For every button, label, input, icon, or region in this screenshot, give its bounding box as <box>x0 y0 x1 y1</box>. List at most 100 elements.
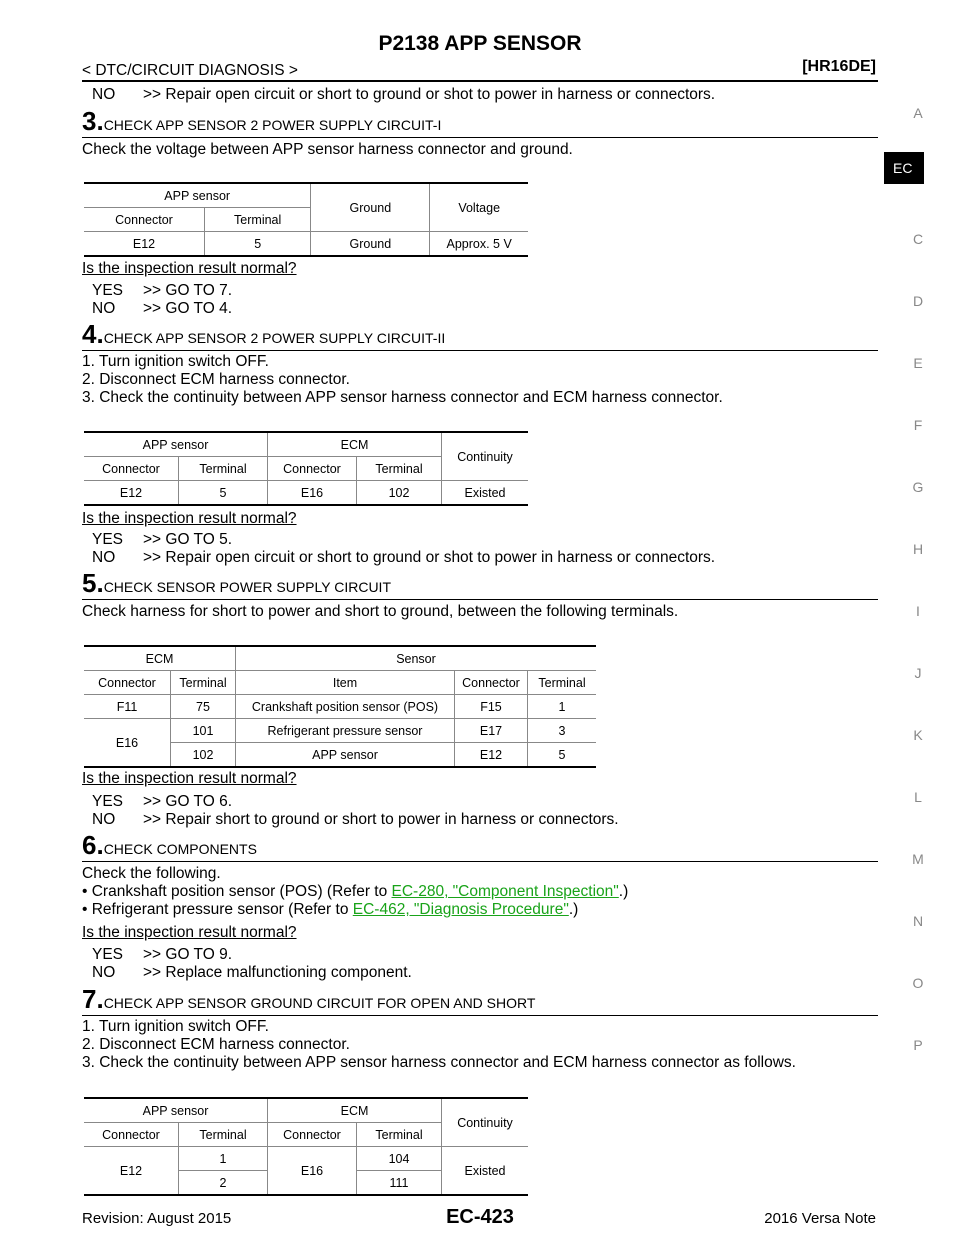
table-header: Item <box>235 670 455 695</box>
step-rule <box>82 599 878 600</box>
answer-key: NO <box>92 300 116 317</box>
side-index-active-tab[interactable]: EC <box>884 152 924 184</box>
step-7-heading: 7.CHECK APP SENSOR GROUND CIRCUIT FOR OP… <box>82 986 535 1012</box>
side-index-item[interactable]: N <box>912 913 924 929</box>
answer-text: >> GO TO 4. <box>143 300 233 317</box>
table-row: 2 111 <box>84 1170 528 1196</box>
answer-key: NO <box>92 86 116 103</box>
step-body-line: 1. Turn ignition switch OFF. <box>82 1018 269 1035</box>
table-row: F11 75 Crankshaft position sensor (POS) … <box>84 694 596 719</box>
bullet-text: • Refrigerant pressure sensor (Refer to <box>82 901 353 918</box>
table-row: E12 5 E16 102 Existed <box>84 480 528 506</box>
table-header: Voltage <box>429 182 528 232</box>
side-index-item[interactable]: D <box>912 293 924 309</box>
table-header: Terminal <box>356 1122 442 1147</box>
side-index-item[interactable]: P <box>913 1037 923 1053</box>
model-tag: [HR16DE] <box>802 58 876 75</box>
table-row: 102 APP sensor E12 5 <box>84 742 596 768</box>
inspection-question: Is the inspection result normal? <box>82 510 297 527</box>
side-index-item[interactable]: E <box>913 355 923 371</box>
table-cell: 5 <box>203 231 311 257</box>
table-row: E12 5 Ground Approx. 5 V <box>84 231 528 257</box>
table-header: Connector <box>454 670 528 695</box>
table-cell: 75 <box>170 694 236 719</box>
table-cell: E16 <box>84 718 171 768</box>
bullet-item: • Crankshaft position sensor (POS) (Refe… <box>82 883 628 901</box>
table-header: ECM <box>84 645 236 671</box>
page-number: EC-423 <box>446 1206 514 1228</box>
step-number: 3. <box>82 106 104 136</box>
step-body-line: 2. Disconnect ECM harness connector. <box>82 1036 350 1053</box>
step-body: Check the voltage between APP sensor har… <box>82 141 573 158</box>
header-rule <box>82 80 878 82</box>
step-body-line: 3. Check the continuity between APP sens… <box>82 1054 796 1071</box>
table-cell: 102 <box>356 480 442 506</box>
table-cell: E12 <box>84 1146 179 1196</box>
answer-no-line: NO >> GO TO 4. <box>92 300 232 318</box>
table-row: E12 1 E16 104 Existed <box>84 1146 528 1196</box>
step-number: 7. <box>82 984 104 1014</box>
step-body-line: 2. Disconnect ECM harness connector. <box>82 371 350 388</box>
table-cell: 3 <box>527 718 596 743</box>
table-header: Terminal <box>527 670 596 695</box>
terminals-table: ECM Sensor Connector Terminal Item Conne… <box>84 645 596 768</box>
step-number: 4. <box>82 319 104 349</box>
breadcrumb: < DTC/CIRCUIT DIAGNOSIS > <box>82 62 298 79</box>
voltage-table: APP sensor Ground Voltage Connector Term… <box>84 182 528 257</box>
table-cell: Existed <box>441 480 528 506</box>
side-index-item[interactable]: C <box>912 231 924 247</box>
table-cell: Existed <box>441 1146 528 1196</box>
side-index-item[interactable]: O <box>912 975 924 991</box>
table-header: Connector <box>84 1122 179 1147</box>
table-row: E16 101 Refrigerant pressure sensor E17 … <box>84 718 596 768</box>
answer-key: YES <box>92 946 124 963</box>
side-index-item[interactable]: H <box>912 541 924 557</box>
table-cell: 5 <box>527 742 596 768</box>
side-index-item[interactable]: J <box>914 665 922 681</box>
side-index-item[interactable]: F <box>913 417 923 433</box>
table-cell: 1 <box>178 1146 268 1171</box>
table-cell: Crankshaft position sensor (POS) <box>235 694 455 719</box>
inspection-question: Is the inspection result normal? <box>82 770 297 787</box>
continuity-table: APP sensor ECM Continuity Connector Term… <box>84 431 528 506</box>
side-index-item[interactable]: M <box>912 851 924 867</box>
table-header: Continuity <box>441 1097 528 1147</box>
reference-link[interactable]: EC-280, "Component Inspection" <box>391 883 619 900</box>
table-header: Ground <box>310 182 430 232</box>
reference-link[interactable]: EC-462, "Diagnosis Procedure" <box>352 901 569 918</box>
answer-yes-line: YES>> GO TO 9. <box>92 946 232 964</box>
side-index-item[interactable]: K <box>913 727 923 743</box>
step-number: 6. <box>82 830 104 860</box>
side-index-item[interactable]: A <box>913 105 923 121</box>
table-header: Terminal <box>178 1122 268 1147</box>
inspection-question: Is the inspection result normal? <box>82 924 297 941</box>
step-title: CHECK APP SENSOR 2 POWER SUPPLY CIRCUIT-… <box>103 330 446 346</box>
answer-text: >> Replace malfunctioning component. <box>143 964 412 981</box>
page-title: P2138 APP SENSOR <box>378 32 582 55</box>
step-rule <box>82 861 878 862</box>
answer-key: YES <box>92 531 124 548</box>
step-6-heading: 6.CHECK COMPONENTS <box>82 832 257 858</box>
side-index-item[interactable]: I <box>916 603 920 619</box>
table-cell: F11 <box>84 694 171 719</box>
table-cell: 104 <box>356 1146 442 1171</box>
bullet-text: .) <box>568 901 579 918</box>
answer-text: >> GO TO 5. <box>143 531 233 548</box>
answer-key: YES <box>92 793 124 810</box>
table-cell: 102 <box>170 742 236 768</box>
table-cell: E12 <box>454 742 528 768</box>
answer-text: >> Repair short to ground or short to po… <box>143 811 619 828</box>
table-cell: Ground <box>310 231 430 257</box>
revision-date: Revision: August 2015 <box>82 1210 232 1227</box>
answer-text: >> Repair open circuit or short to groun… <box>143 86 716 103</box>
table-header: Connector <box>84 456 179 481</box>
table-cell: Refrigerant pressure sensor <box>235 718 455 743</box>
table-cell: E16 <box>267 1146 357 1196</box>
table-header: Terminal <box>178 456 268 481</box>
answer-no-line: NO >> Repair open circuit or short to gro… <box>92 86 715 104</box>
side-index-item[interactable]: L <box>914 789 922 805</box>
table-header: Terminal <box>203 207 311 232</box>
bullet-text: • Crankshaft position sensor (POS) (Refe… <box>82 883 392 900</box>
side-index-item[interactable]: G <box>912 479 924 495</box>
answer-no-line: NO>> Repair short to ground or short to … <box>92 811 619 829</box>
